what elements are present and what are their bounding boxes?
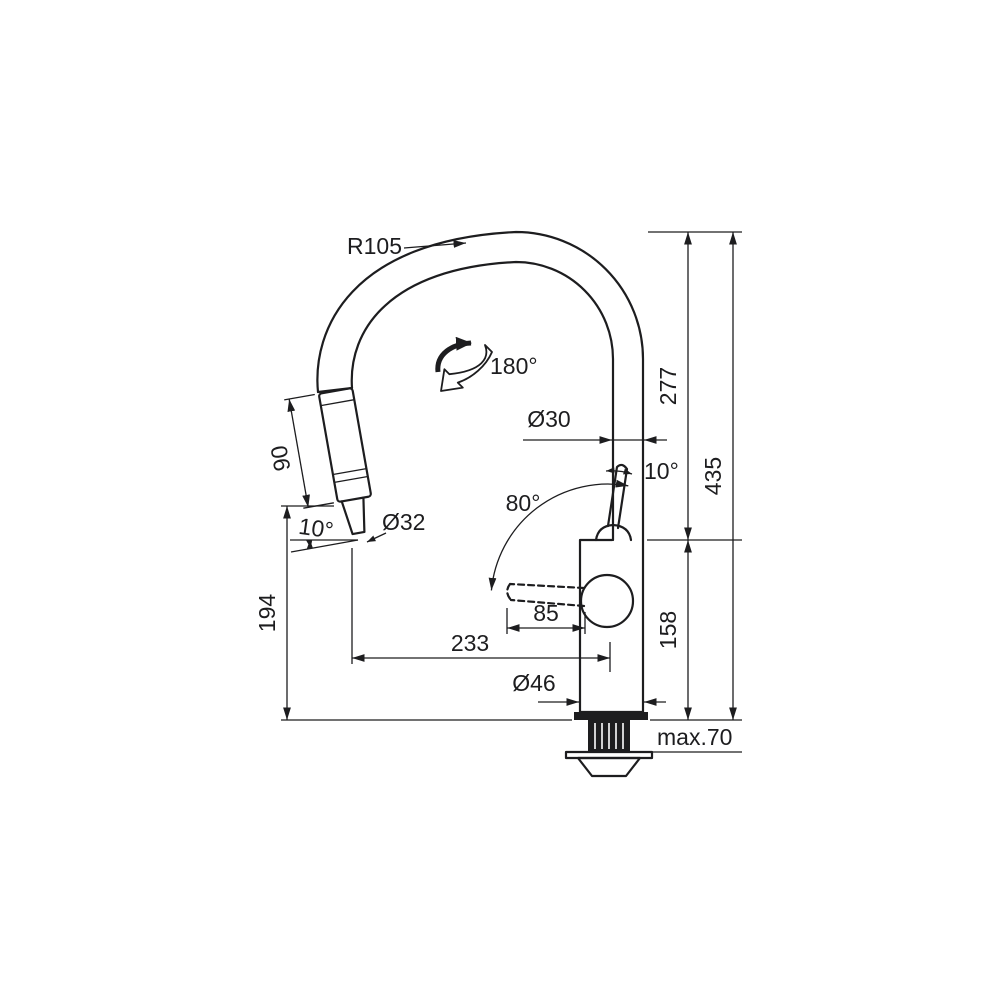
spray-head-seam (320, 399, 355, 407)
rotate-arrow-hollow-icon (440, 344, 493, 392)
spout-reach-label: 233 (451, 630, 489, 656)
spray-head-tip (340, 496, 366, 536)
mounting-flange-lower (576, 756, 642, 778)
spray-head-collar-line-2 (334, 475, 368, 484)
extension-lines (281, 231, 742, 753)
dim-spout-height: 277 (655, 232, 692, 540)
spout-outer-contour (316, 230, 645, 714)
mounting-flange-upper (564, 750, 654, 760)
dim-spray-length: 90 (265, 393, 334, 509)
extension-line (284, 393, 315, 401)
annotations: R105 180° Ø32 10° Ø30 (254, 231, 742, 753)
shank-thread-lines (594, 723, 624, 749)
dimension-line (287, 398, 310, 508)
spray-head: 90 (265, 387, 372, 536)
spray-head-collar-line-1 (332, 467, 367, 476)
lever-length-label: 85 (533, 600, 559, 626)
dim-outlet-height: 194 (254, 506, 291, 720)
outlet-height-label: 194 (254, 594, 280, 633)
base-gasket (574, 712, 648, 720)
angle-arc (306, 539, 314, 549)
dim-body-diameter: Ø46 (512, 670, 666, 706)
spray-diameter-label: Ø32 (382, 509, 425, 535)
max-deck-thickness-label: max.70 (657, 724, 732, 750)
total-height-label: 435 (700, 457, 726, 495)
spray-length-label: 90 (265, 444, 295, 474)
dim-max-deck-thickness: max.70 (657, 724, 732, 750)
handle-joint-circle (579, 573, 635, 629)
lever-tilt-label: 10° (644, 458, 679, 484)
dim-spout-reach: 233 (351, 548, 611, 672)
angle-arc (488, 479, 629, 591)
spray-tilt-label: 10° (297, 513, 335, 544)
dim-lever-length: 85 (506, 600, 586, 634)
dim-lever-swing: 80° (488, 479, 629, 608)
leader-line (366, 532, 387, 543)
faucet-outline: 90 (265, 230, 654, 778)
swivel-indicator: 180° (435, 336, 538, 392)
angle-arc (605, 467, 633, 475)
handle-lever (606, 463, 629, 530)
tube-diameter-label: Ø30 (527, 406, 570, 432)
body-diameter-label: Ø46 (512, 670, 555, 696)
spout-height-label: 277 (655, 367, 681, 405)
dim-spray-tilt: 10° (290, 513, 359, 553)
dim-spout-radius: R105 (347, 233, 467, 259)
spray-head-body (318, 387, 372, 503)
leader-line (403, 240, 467, 249)
lever-swing-label: 80° (506, 490, 541, 516)
spout-inner-contour (350, 260, 615, 542)
angle-leg (290, 539, 359, 553)
swivel-angle-label: 180° (490, 353, 538, 379)
dim-tube-diameter: Ø30 (523, 406, 667, 444)
body-height-label: 158 (655, 611, 681, 649)
dim-body-height: 158 (655, 540, 692, 720)
rotate-arrow-solid-icon (435, 336, 472, 373)
dim-total-height: 435 (700, 232, 737, 720)
dim-spray-diameter: Ø32 (366, 509, 425, 543)
spout-radius-label: R105 (347, 233, 402, 259)
